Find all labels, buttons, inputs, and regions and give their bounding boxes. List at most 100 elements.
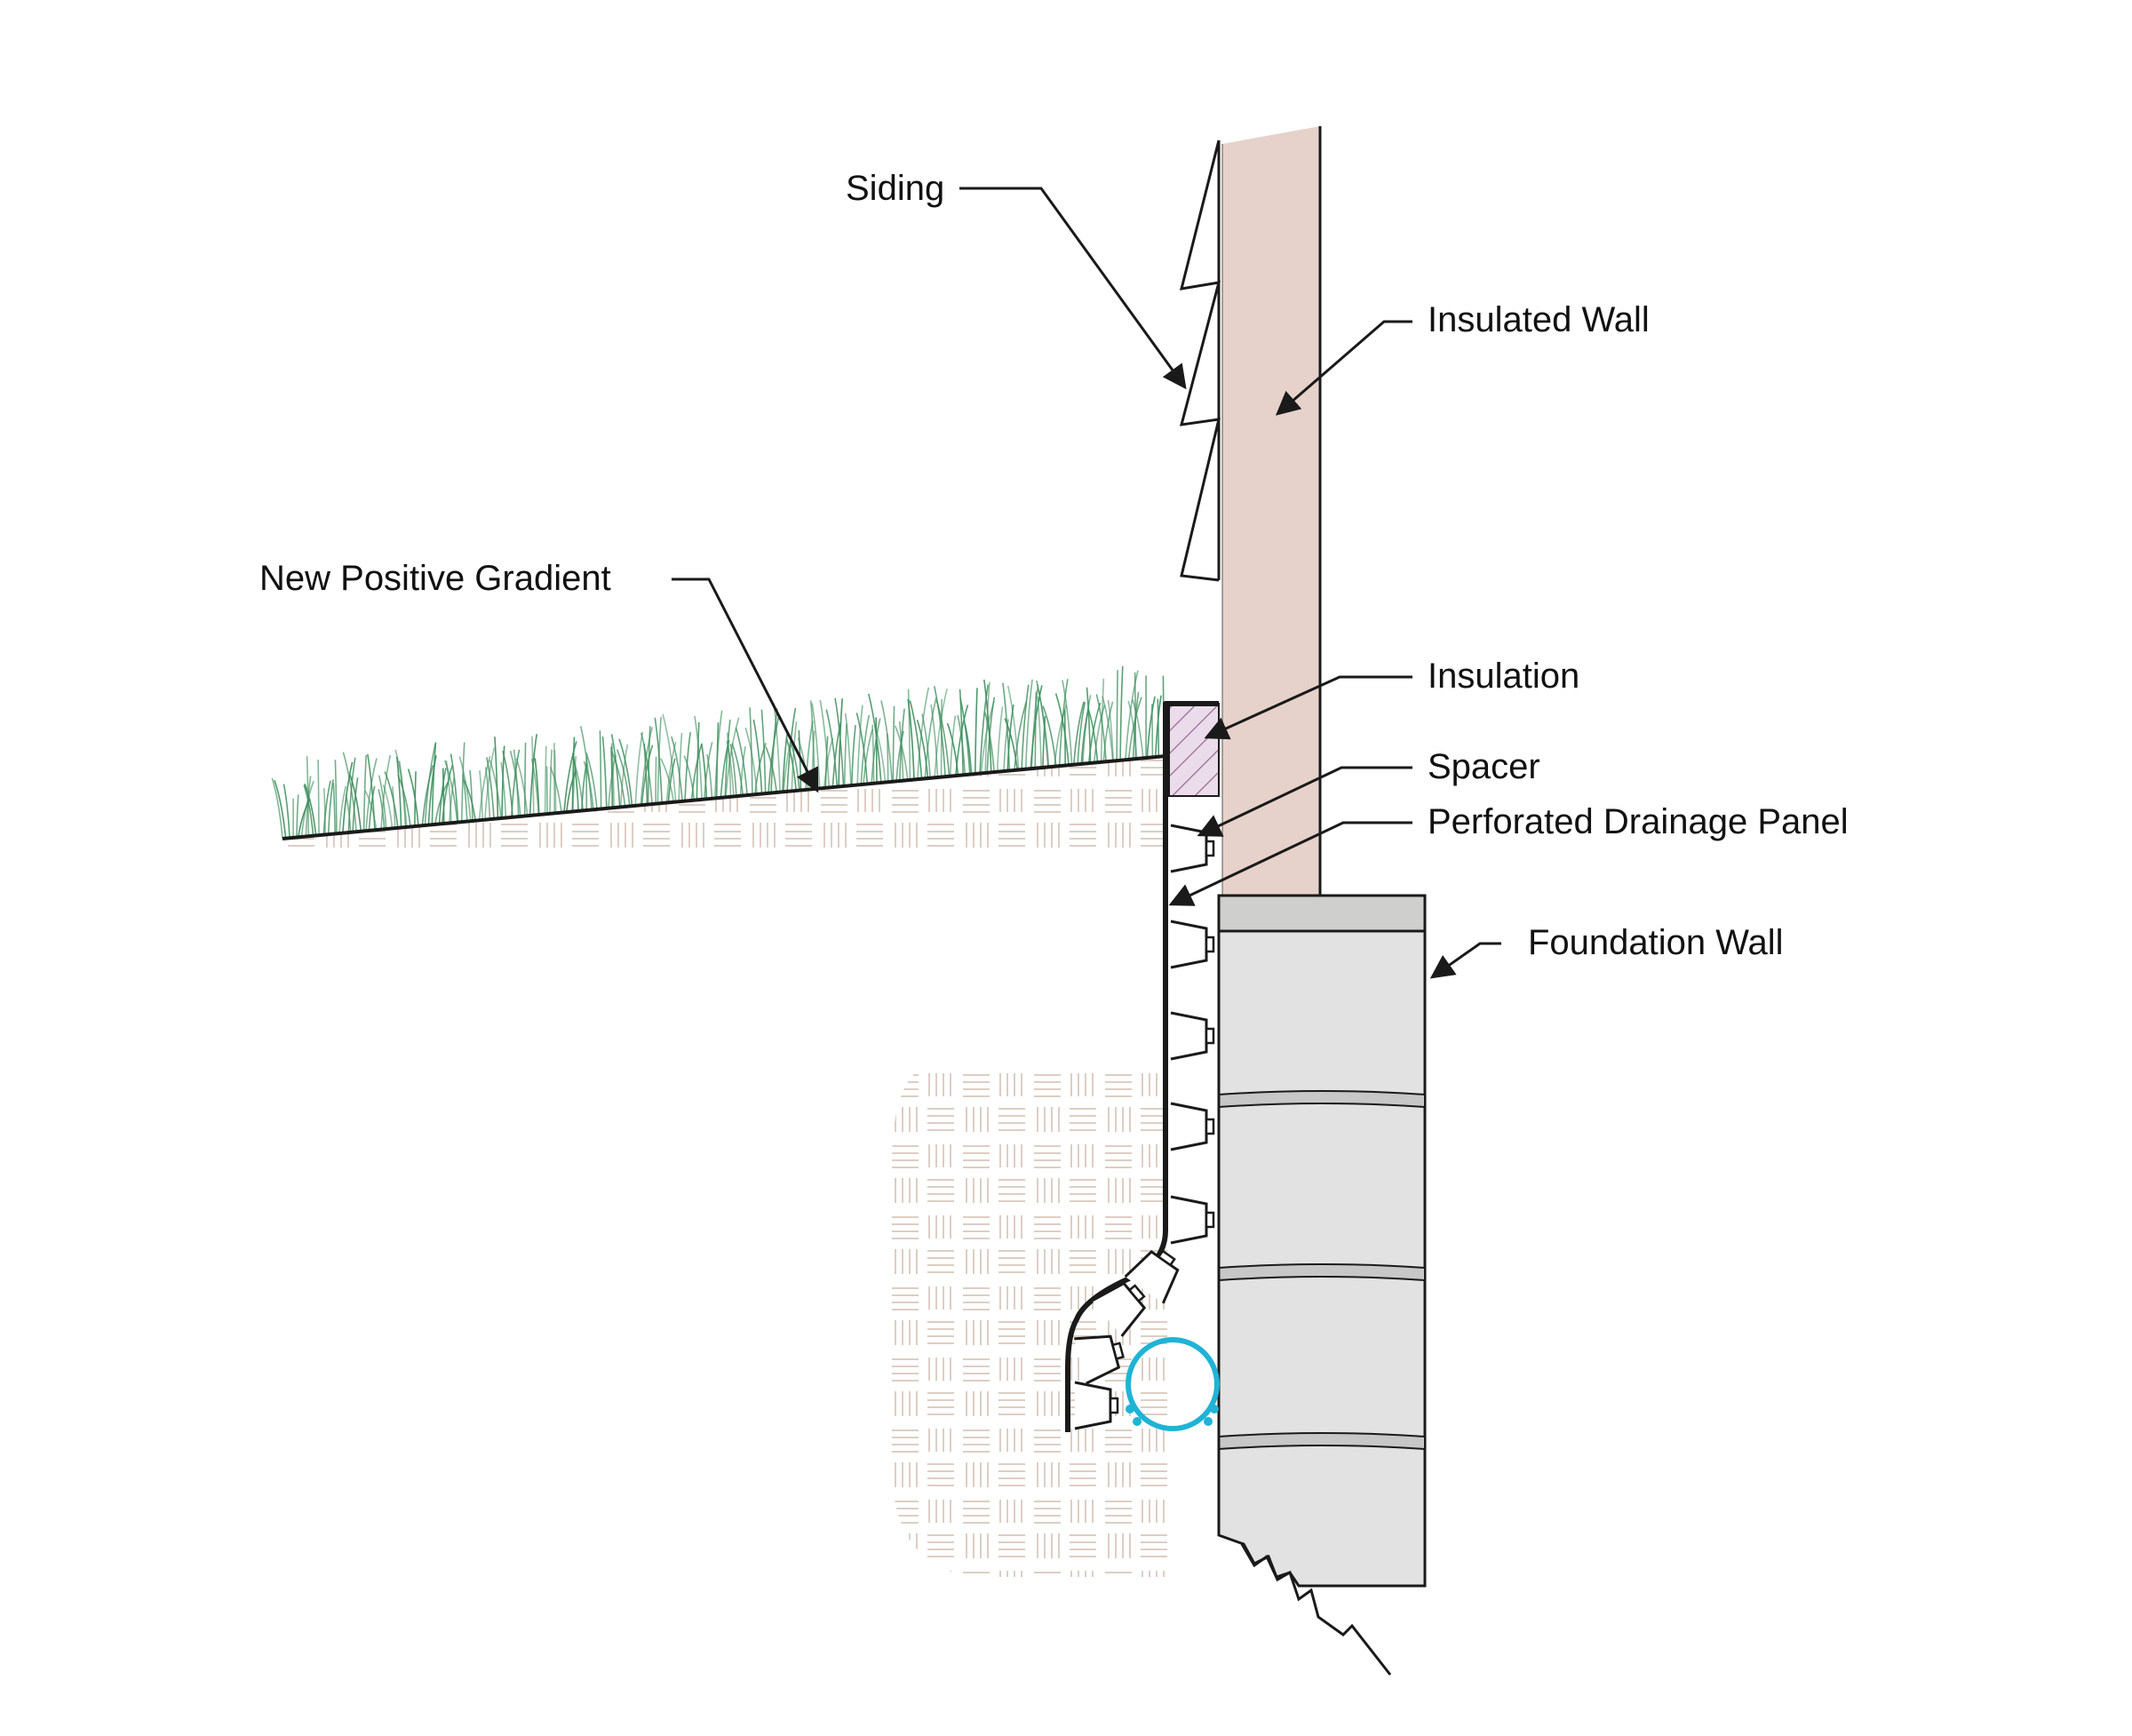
grass-blade: [462, 774, 468, 822]
grass-blade: [874, 726, 887, 783]
grass-blade: [378, 789, 386, 830]
grass-blade: [752, 719, 763, 794]
grass-blade: [1014, 700, 1028, 771]
grass-blade: [572, 756, 577, 812]
grass-blade: [274, 779, 287, 839]
grass-blade: [760, 709, 767, 794]
label-insulated-wall: Insulated Wall: [1428, 300, 1650, 339]
grass-blade: [484, 767, 491, 820]
grass-blade: [696, 721, 700, 800]
grass-blade: [282, 784, 290, 839]
grass-blade: [362, 754, 367, 832]
grass-blade: [860, 714, 871, 785]
grass-blade: [916, 719, 929, 779]
grass-blade: [1054, 693, 1070, 766]
grass-blade: [494, 737, 499, 819]
leader-insulated-wall: [1275, 320, 1412, 416]
grass-blade: [735, 727, 748, 796]
grass-blade: [785, 737, 797, 792]
grass-blade: [1077, 702, 1086, 765]
grass-blade: [469, 770, 473, 822]
grass: [271, 665, 1165, 840]
panel-dimple: [1170, 1102, 1215, 1151]
label-foundation-wall: Foundation Wall: [1528, 923, 1784, 962]
grass-blade: [701, 744, 708, 800]
grass-blade: [489, 760, 502, 819]
grass-blade: [986, 697, 996, 773]
grass-blade: [654, 717, 663, 803]
grass-blade: [434, 782, 449, 825]
panel-dimple: [1170, 824, 1215, 873]
leader-gradient: [672, 577, 819, 793]
grass-blade: [1100, 678, 1105, 762]
grass-blade: [909, 700, 923, 779]
insulated-wall: [1221, 126, 1322, 897]
panel-dimple: [1074, 1334, 1125, 1385]
grass-blade: [1119, 665, 1124, 760]
grass-blade: [384, 771, 399, 828]
grass-blade: [725, 717, 740, 798]
label-new-positive-gradient: New Positive Gradient: [259, 559, 611, 598]
grass-blade: [484, 747, 496, 820]
grass-blade: [863, 729, 873, 784]
grass-blade: [773, 703, 781, 792]
grass-blade: [671, 736, 683, 801]
grass-blade: [667, 758, 676, 803]
grass-blade: [338, 785, 347, 833]
drain-pipe: [1126, 1337, 1220, 1431]
panel-dimple: [1074, 1381, 1119, 1430]
grass-blade: [531, 736, 535, 816]
foundation-wall: [1217, 894, 1427, 1676]
grass-blade: [824, 736, 829, 788]
grass-blade: [332, 783, 336, 834]
grass-blade: [300, 780, 314, 837]
grass-blade: [704, 742, 713, 800]
grass-blade: [907, 698, 915, 780]
grass-blade: [731, 743, 744, 796]
grass-blade: [894, 725, 909, 781]
grass-blade: [871, 724, 875, 784]
grass-blade: [724, 720, 731, 798]
grass-blade: [690, 743, 703, 801]
grass-blade: [317, 759, 320, 836]
grass-blade: [1146, 696, 1156, 758]
grass-blade: [739, 745, 746, 796]
grass-blade: [349, 774, 362, 832]
grass-blade: [1042, 716, 1046, 768]
grass-blade: [444, 760, 458, 823]
grass-blade: [892, 705, 895, 782]
siding: [1179, 139, 1221, 582]
grass-blade: [610, 734, 621, 808]
grass-blade: [544, 745, 547, 815]
grass-blade: [431, 742, 437, 825]
grass-blade: [983, 679, 992, 773]
grass-blade: [365, 758, 378, 832]
panel-dimples: [1074, 824, 1215, 1430]
grass-blade: [509, 750, 521, 817]
grass-blade: [407, 768, 419, 826]
grass-blade: [726, 740, 735, 797]
grass-blade: [647, 726, 651, 805]
grass-blade: [549, 767, 562, 813]
grass-blade: [553, 750, 557, 814]
grass-blade: [875, 717, 878, 784]
grass-blade: [427, 755, 437, 825]
grass-blade: [1107, 699, 1114, 761]
grass-blade: [1034, 691, 1038, 768]
grass-blade: [449, 776, 456, 824]
grass-blade: [334, 760, 338, 834]
grass-blade: [1021, 684, 1030, 770]
grass-blade: [934, 689, 948, 778]
grass-blade: [729, 744, 737, 797]
grass-blade: [907, 689, 911, 780]
grass-blade: [744, 727, 758, 794]
grass-blade: [1073, 701, 1085, 765]
label-insulation: Insulation: [1428, 657, 1579, 696]
label-perforated-drainage-panel: Perforated Drainage Panel: [1428, 802, 1849, 841]
grass-blade: [382, 784, 394, 829]
grass-blade: [979, 684, 990, 774]
grass-blade: [715, 722, 720, 799]
grass-blade: [585, 752, 598, 809]
grass-blade: [616, 749, 631, 807]
